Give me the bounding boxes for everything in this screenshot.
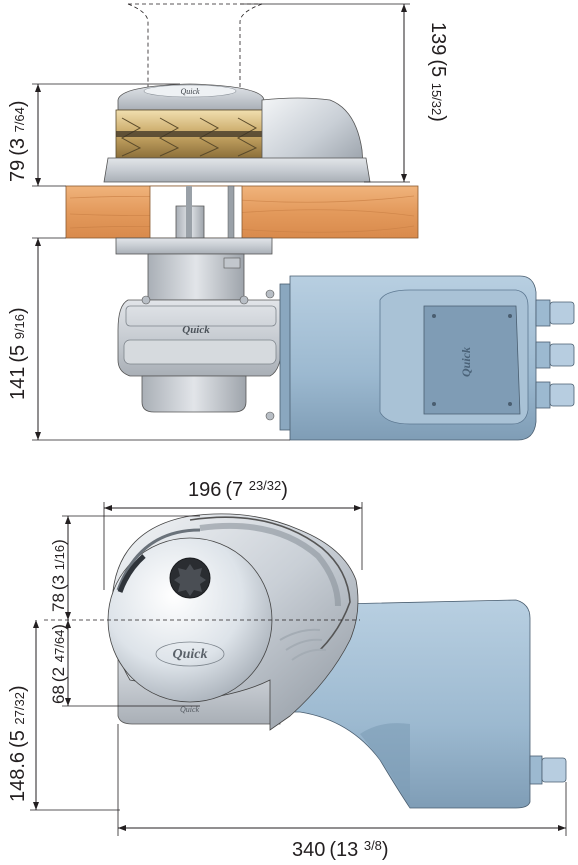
dim-depth-value: 148.6 (7, 752, 29, 802)
winch-handle-socket-icon (169, 557, 211, 599)
dim-upper-radius-value: 78 (49, 593, 68, 612)
deck (65, 185, 419, 247)
logo-text-casting: Quick (180, 705, 200, 714)
dimension-lower-radius: 68(2 47/64) (49, 620, 200, 707)
svg-text:79(3 7/64): 79(3 7/64) (7, 100, 29, 182)
logo-text-side: Quick (180, 87, 200, 96)
dimension-capstan-height: 139(5 15/32) (240, 3, 449, 183)
cable-glands (535, 299, 575, 409)
capstan-outline-dashed (127, 3, 263, 88)
logo-text-drum: Quick (173, 647, 208, 662)
stud-bolt (227, 185, 235, 247)
dim-capstan-value: 139 (427, 22, 449, 55)
dim-lower-radius-value: 68 (49, 685, 68, 704)
base-plate (103, 157, 371, 183)
svg-text:148.6(5 27/32): 148.6(5 27/32) (7, 685, 29, 802)
dimension-upper-radius: 78(3 1/16) (49, 515, 200, 620)
motor: Quick (279, 275, 575, 441)
terminal-box (423, 305, 521, 415)
dimension-below-deck: 141(5 9/16) (7, 237, 290, 441)
dim-length-value: 340 (292, 839, 325, 861)
logo-text-gearbox: Quick (182, 324, 210, 336)
dimension-width-gypsy: 196(7 23/32) (103, 478, 363, 590)
svg-text:141(5 9/16): 141(5 9/16) (7, 307, 29, 400)
gearbox: Quick (115, 237, 283, 421)
svg-text:139(5 15/32): 139(5 15/32) (427, 22, 449, 122)
dim-width-value: 196 (188, 479, 221, 501)
svg-text:196(7 23/32): 196(7 23/32) (188, 478, 288, 501)
svg-text:340(13 3/8): 340(13 3/8) (292, 838, 389, 861)
dimension-total-length: 340(13 3/8) (117, 724, 567, 861)
drum: Quick (107, 528, 273, 703)
dim-deck-top-value: 79 (7, 160, 29, 182)
logo-text-motor: Quick (459, 347, 473, 377)
dimension-total-depth: 148.6(5 27/32) (7, 620, 120, 811)
side-view: Quick Quick (7, 3, 575, 441)
svg-text:68(2 47/64): 68(2 47/64) (49, 624, 68, 704)
windlass-head: Quick (103, 83, 371, 183)
svg-text:78(3 1/16): 78(3 1/16) (49, 539, 68, 612)
dimension-deck-to-top: 79(3 7/64) (7, 83, 180, 187)
dim-below-deck-value: 141 (7, 367, 29, 400)
top-view: Quick Quick (7, 478, 567, 861)
